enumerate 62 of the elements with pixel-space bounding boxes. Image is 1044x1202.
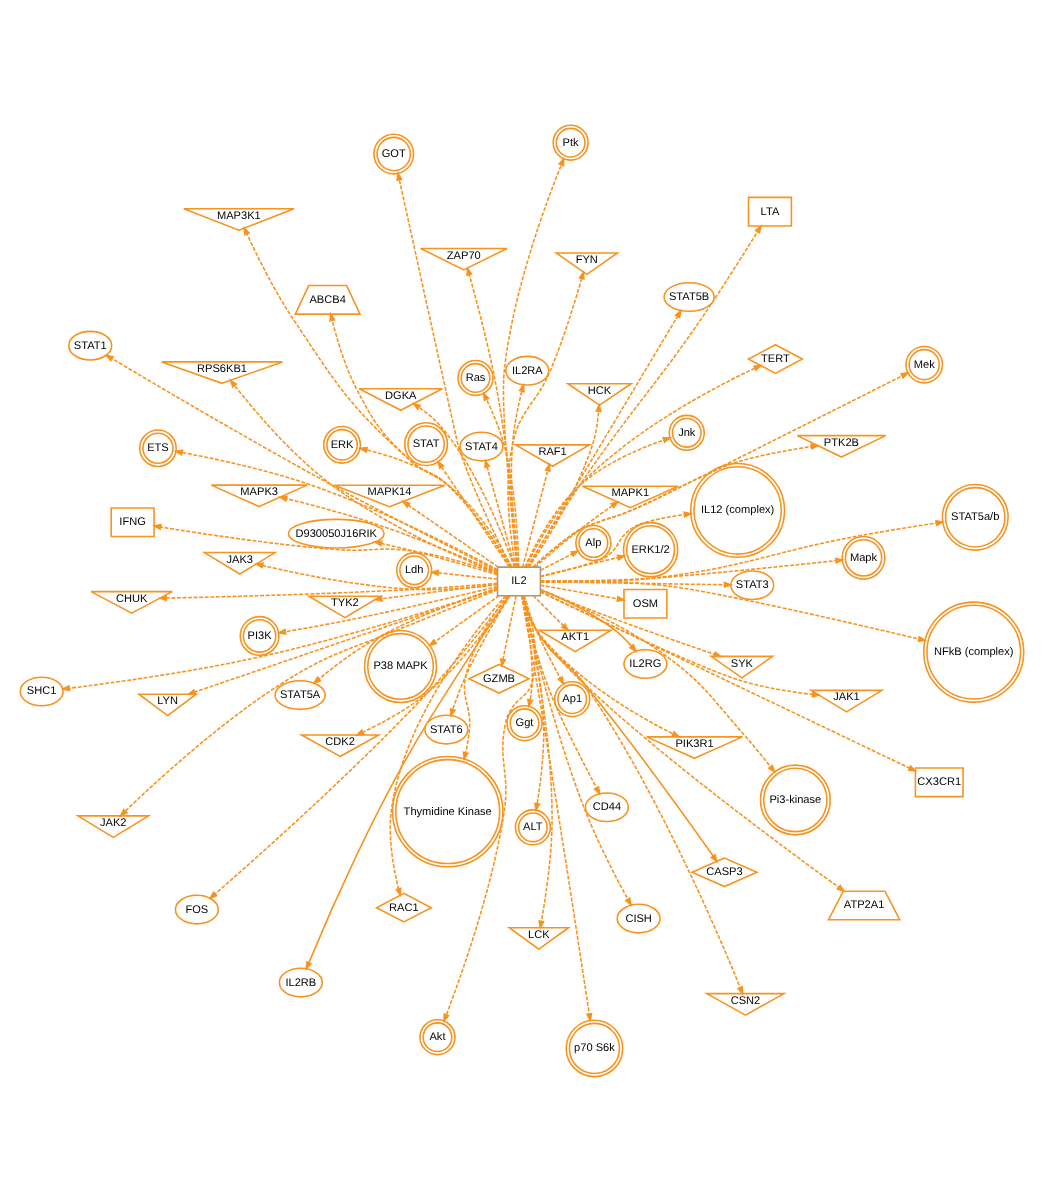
arrow (539, 554, 627, 577)
arrow (429, 569, 499, 580)
arrow (354, 595, 511, 736)
arrow (462, 595, 508, 762)
arrow (372, 583, 499, 602)
arrow (521, 594, 553, 930)
arrow (358, 446, 513, 568)
arrow (520, 595, 593, 1023)
arrow (401, 500, 499, 568)
arrow (466, 266, 519, 568)
arrow (534, 500, 620, 568)
arrow (60, 587, 499, 692)
arrow (312, 587, 499, 685)
arrow (539, 588, 638, 653)
arrow (151, 523, 499, 575)
arrow (482, 391, 520, 568)
arrow (499, 594, 517, 668)
arrow (521, 594, 719, 864)
arrow (532, 595, 570, 632)
arrow (539, 511, 694, 578)
arrow (449, 595, 511, 718)
arrow (539, 549, 580, 572)
arrow (521, 595, 601, 796)
arrow (104, 354, 499, 572)
arrow (436, 459, 510, 568)
arrow (532, 371, 910, 568)
arrow (276, 585, 499, 635)
arrow (526, 224, 763, 568)
arrow (528, 402, 602, 568)
arrow (411, 402, 516, 568)
arrow (389, 595, 507, 898)
arrow (539, 519, 946, 584)
arrow (521, 595, 534, 709)
arrow (525, 364, 763, 568)
arrow (522, 594, 545, 813)
arrow (521, 462, 551, 568)
arrow (539, 557, 845, 583)
arrow (186, 587, 499, 696)
arrow (526, 308, 683, 568)
arrow (539, 589, 723, 658)
arrow (524, 437, 673, 568)
arrow (173, 449, 499, 571)
arrow (443, 595, 536, 1024)
arrow (208, 595, 509, 900)
arrow (254, 562, 499, 591)
arrow (539, 584, 627, 602)
arrow (157, 582, 499, 602)
arrow (539, 590, 918, 772)
arrow (427, 595, 500, 647)
arrow (520, 594, 681, 738)
arrow (305, 595, 511, 971)
arrow (539, 591, 822, 698)
arrow (522, 594, 565, 686)
arrow (372, 540, 499, 576)
arrow (119, 589, 499, 818)
arrow (229, 378, 499, 574)
arrow (484, 458, 516, 568)
arrow (396, 171, 513, 568)
arrow (521, 595, 846, 893)
arrow (532, 443, 821, 568)
arrow (277, 495, 499, 573)
arrow (539, 579, 928, 643)
